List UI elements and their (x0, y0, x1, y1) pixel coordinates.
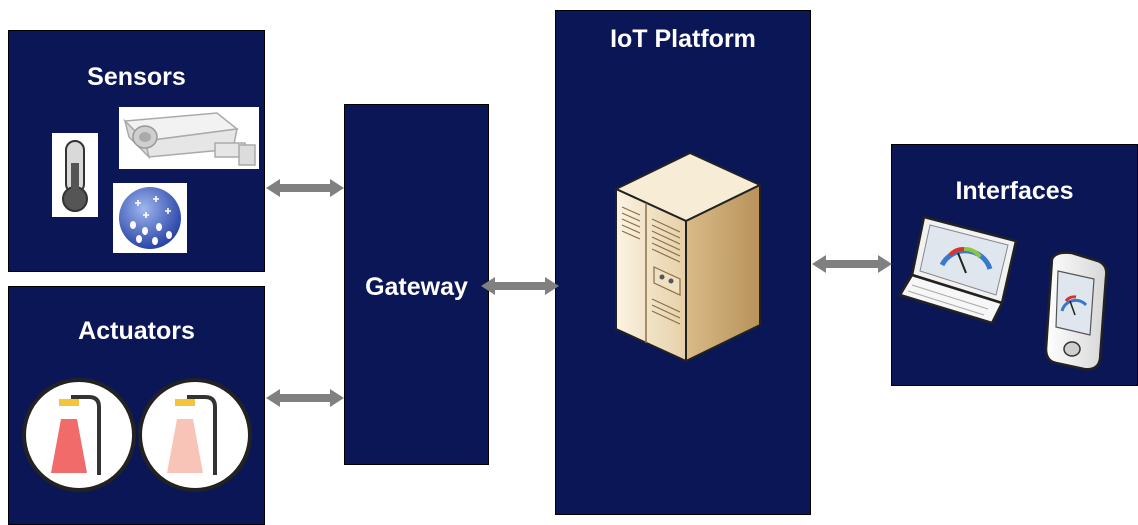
platform-title: IoT Platform (610, 25, 756, 53)
platform-box: IoT Platform (555, 10, 811, 515)
platform-interfaces-arrow (812, 254, 892, 274)
thermometer-icon (52, 133, 98, 217)
weather-globe-icon (113, 183, 187, 253)
server-icon (608, 149, 768, 369)
interfaces-title: Interfaces (955, 177, 1074, 205)
camera-icon (119, 107, 259, 169)
sensors-gateway-arrow (266, 178, 344, 198)
lamp-on-icon (21, 377, 137, 493)
laptop-icon (898, 211, 1022, 327)
gateway-platform-arrow (481, 276, 559, 296)
interfaces-box: Interfaces (891, 144, 1138, 386)
sensors-box: Sensors (8, 30, 265, 272)
gateway-box: Gateway (344, 104, 489, 465)
gateway-title: Gateway (365, 273, 468, 301)
actuators-gateway-arrow (266, 388, 344, 408)
phone-icon (1042, 249, 1112, 375)
lamp-dim-icon (137, 377, 253, 493)
actuators-box: Actuators (8, 286, 265, 525)
actuators-title: Actuators (78, 317, 195, 345)
sensors-title: Sensors (87, 63, 186, 91)
